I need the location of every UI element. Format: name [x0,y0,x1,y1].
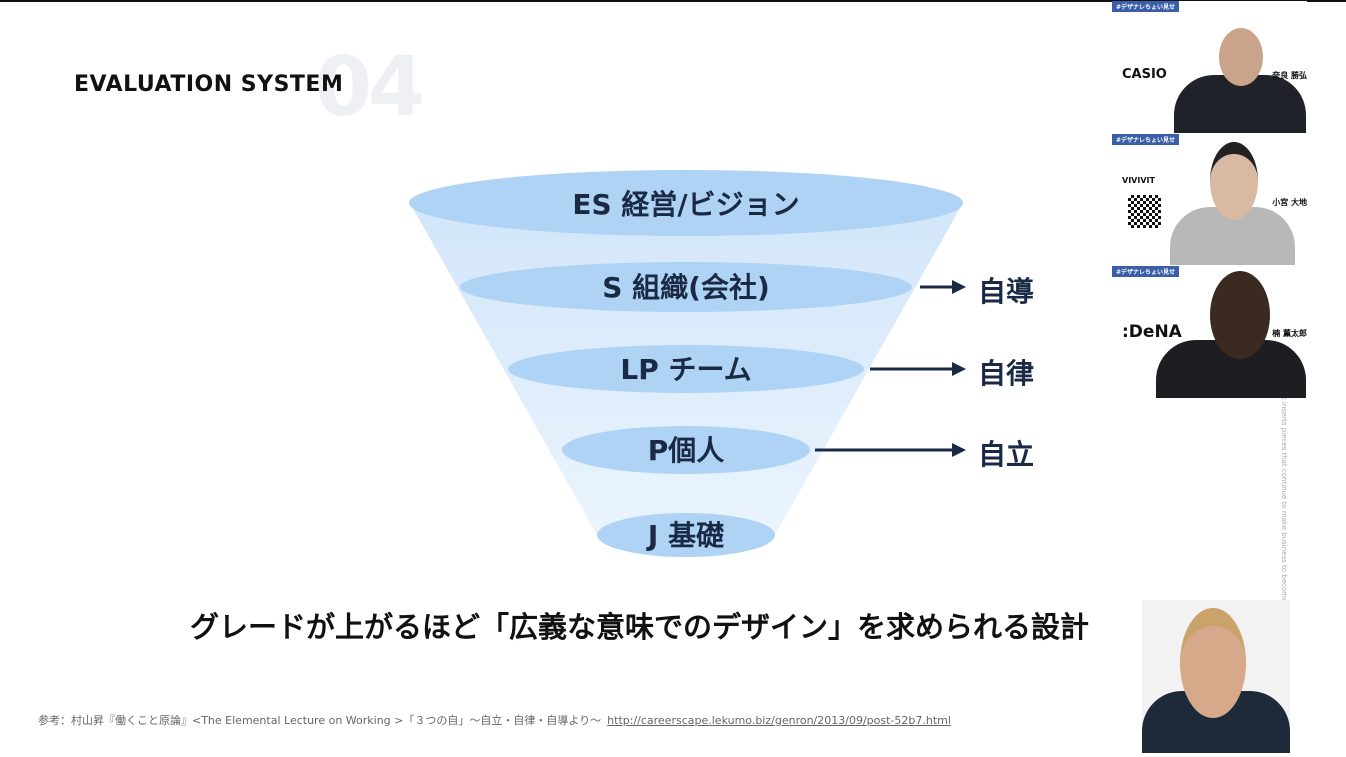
level-ellipse-lp [508,345,864,393]
presenter-face [1180,608,1246,718]
participant-name: 小宮 大地 [1272,198,1307,207]
hashtag-badge: #デザナレちょい見せ [1112,134,1180,145]
reference-link[interactable]: http://careerscape.lekumo.biz/genron/201… [607,714,951,727]
reference-note: 参考：村山昇『働くこと原論』<The Elemental Lecture on … [38,712,951,728]
company-logo: CASIO [1122,67,1167,82]
level-label-s: S 組織(会社) [602,271,770,304]
result-label-lp: 自律 [978,357,1035,390]
participant-face [1210,271,1270,359]
level-ellipse-s [460,262,912,312]
slide-caption: グレードが上がるほど「広義な意味でのデザイン」を求められる設計 [190,610,1090,644]
qr-code [1128,195,1161,228]
level-label-j: J 基礎 [646,519,724,552]
funnel-diagram: ES 経営/ビジョン S 組織(会社) LP チーム P個人 J 基礎 [409,170,966,557]
reference-text: 参考：村山昇『働くこと原論』<The Elemental Lecture on … [38,714,602,727]
top-border [0,0,1346,2]
company-logo: VIVIVIT [1122,176,1155,185]
participant-name: 楠 薫太郎 [1272,329,1307,338]
result-label-s: 自導 [978,275,1035,308]
presenter-video [1142,600,1290,753]
slide-number: 04 [315,40,425,135]
hashtag-badge: #デザナレちょい見せ [1112,1,1180,12]
vertical-tagline: it inserts pieces that continue to make … [1280,395,1288,665]
level-label-lp: LP チーム [620,353,751,386]
level-ellipse-j [597,513,775,557]
participant-face [1210,142,1258,220]
level-label-es: ES 経営/ビジョン [572,188,799,221]
level-ellipse-es [409,170,963,236]
participant-name: 奈良 勝弘 [1272,71,1307,80]
participant-video-3: #デザナレちょい見せ :DeNA 楠 薫太郎 [1112,266,1307,398]
participant-face [1219,28,1263,86]
company-logo: :DeNA [1122,322,1182,342]
participant-video-2: #デザナレちょい見せ VIVIVIT 小宮 大地 [1112,134,1307,265]
result-label-p: 自立 [978,438,1035,471]
level-ellipse-p [562,426,810,474]
slide-title: EVALUATION SYSTEM [74,72,344,97]
hashtag-badge: #デザナレちょい見せ [1112,266,1180,277]
level-label-p: P個人 [648,434,725,467]
participant-video-1: #デザナレちょい見せ CASIO 奈良 勝弘 [1112,1,1307,133]
